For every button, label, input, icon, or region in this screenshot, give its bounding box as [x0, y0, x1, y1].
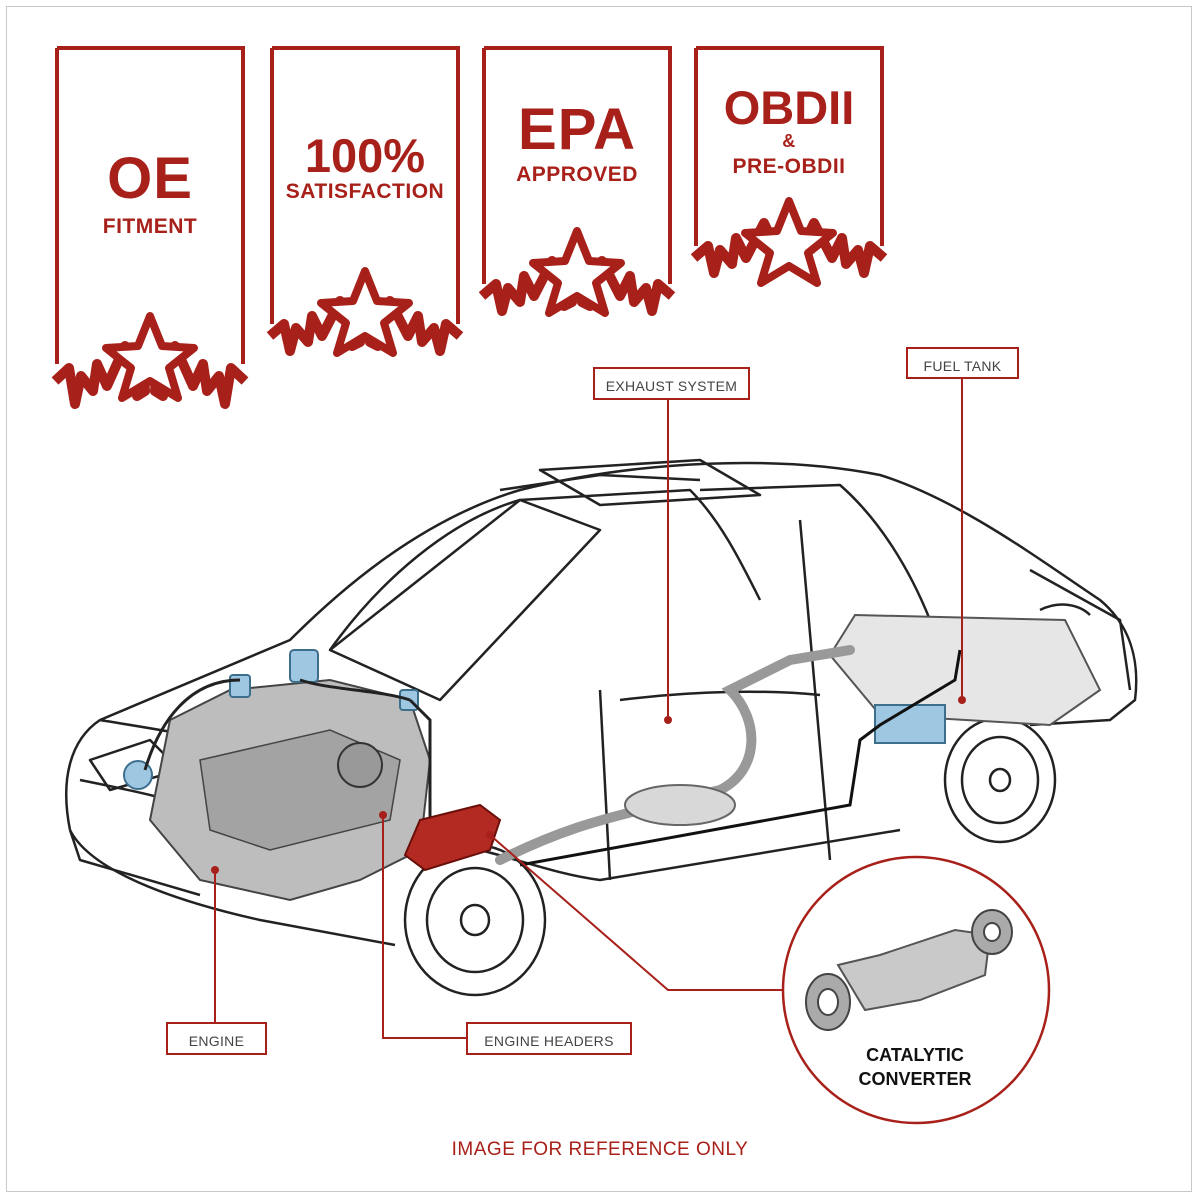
- ribbon-banner-icon: [478, 46, 676, 317]
- inset-title-line2: CONVERTER: [858, 1069, 972, 1089]
- ribbon-banner-icon: [690, 46, 888, 287]
- badge-subtitle: SATISFACTION: [285, 180, 445, 203]
- badge-ampersand: &: [782, 131, 796, 151]
- badge-title: EPA: [518, 97, 636, 162]
- badge-subtitle: PRE-OBDII: [732, 155, 846, 178]
- leader-lines: [214, 378, 963, 1039]
- badge-subtitle: APPROVED: [516, 163, 638, 186]
- label-exhaust-system: EXHAUST SYSTEM: [593, 367, 750, 400]
- badge-obdii: OBDII & PRE-OBDII: [690, 46, 888, 296]
- badge-title: 100%: [304, 129, 426, 182]
- engine-part: [123, 649, 432, 902]
- leader-dots: [211, 696, 966, 874]
- ribbon-banner-icon: [266, 46, 464, 357]
- badge-oe-fitment: OE FITMENT: [51, 46, 249, 409]
- badge-satisfaction: 100% SATISFACTION: [266, 46, 464, 366]
- inset-title-line1: CATALYTIC: [866, 1045, 964, 1065]
- label-engine: ENGINE: [166, 1022, 267, 1055]
- badge-title: OBDII: [723, 81, 855, 134]
- car-body-outline: [65, 458, 1138, 947]
- badge-epa-approved: EPA APPROVED: [478, 46, 676, 336]
- catalytic-converter-part: [403, 803, 502, 872]
- exhaust-system-part: [495, 645, 855, 865]
- badge-subtitle: FITMENT: [102, 215, 198, 238]
- label-fuel-tank: FUEL TANK: [906, 347, 1019, 379]
- fuel-line: [519, 649, 962, 867]
- catalytic-converter-inset: [781, 855, 1051, 1125]
- ribbon-banner-icon: [51, 46, 249, 409]
- image-border: [6, 6, 1192, 1192]
- reference-disclaimer: IMAGE FOR REFERENCE ONLY: [451, 1139, 749, 1160]
- fuel-tank-part: [828, 613, 1102, 744]
- badge-title: OE: [107, 146, 193, 211]
- label-engine-headers: ENGINE HEADERS: [466, 1022, 632, 1055]
